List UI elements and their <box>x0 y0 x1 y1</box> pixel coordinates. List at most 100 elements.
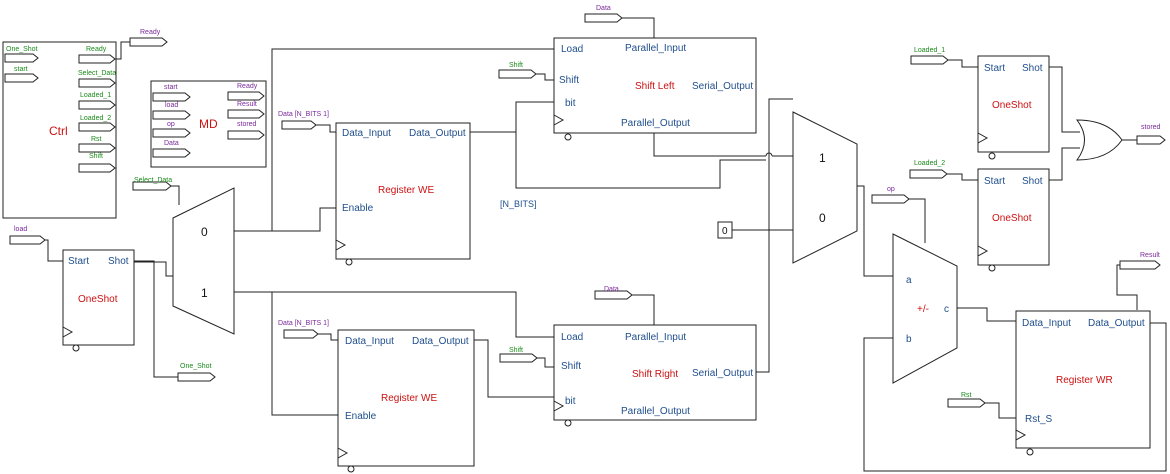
ctrl-out-loaded1: Loaded_1 <box>80 92 111 99</box>
ctrl-block[interactable]: Ctrl One_Shot start Ready Select_Data Lo… <box>2 41 117 219</box>
oneshot2-shot: Shot <box>1022 176 1043 187</box>
mux-left-in1: 1 <box>201 286 208 300</box>
load-tag-label: load <box>14 226 27 233</box>
adder-port-c: c <box>944 304 949 315</box>
one-shot-tag-label: One_Shot <box>180 363 212 370</box>
reg-we-bottom-title: Register WE <box>381 393 437 404</box>
load-tag <box>9 235 46 245</box>
register-we-bottom[interactable]: Data_Input Data_Output Register WE Enabl… <box>337 329 475 473</box>
or-gate <box>1076 119 1123 161</box>
oneshot2-start: Start <box>984 176 1005 187</box>
ctrl-in-start: start <box>14 66 28 73</box>
ctrl-pin-rst <box>78 143 116 153</box>
reg-wr-port-rst: Rst_S <box>1025 414 1053 425</box>
shift-left-block[interactable]: Load Parallel_Input Shift Shift Left Ser… <box>553 37 757 141</box>
mux-left-in0: 0 <box>201 225 208 239</box>
const-zero: 0 <box>722 226 728 237</box>
ctrl-pin-ready <box>78 54 116 64</box>
adder-op: +/- <box>917 304 929 315</box>
ctrl-out-ready: Ready <box>86 46 107 53</box>
reg-we-top-in-tag: Data [N_BITS 1] <box>278 111 329 118</box>
ctrl-pin-select-data <box>78 78 116 88</box>
shift-left-port-pin: Parallel_Input <box>625 43 686 54</box>
oneshot2-in-tag: Loaded_2 <box>914 160 945 167</box>
reg-wr-title: Register WR <box>1056 375 1113 386</box>
oneshot1-title: OneShot <box>992 100 1032 111</box>
register-we-top[interactable]: Data_Input Data_Output Register WE Enabl… <box>335 122 471 266</box>
oneshot1-shot: Shot <box>1022 63 1043 74</box>
oneshot1-start: Start <box>984 63 1005 74</box>
one-shot-tag <box>177 372 216 382</box>
shift-left-port-sout: Serial_Output <box>692 81 753 92</box>
adder-block: a +/- c b <box>892 233 958 384</box>
select-data-tag <box>132 181 172 191</box>
shift-right-port-pin: Parallel_Input <box>625 332 686 343</box>
shift-right-port-pout: Parallel_Output <box>621 406 690 417</box>
adder-port-a: a <box>906 275 912 286</box>
ctrl-title: Ctrl <box>49 124 68 138</box>
ctrl-pin-loaded1 <box>78 100 116 110</box>
mux-right-in1: 1 <box>819 151 826 165</box>
select-data-tag-label: Select_Data <box>134 177 172 184</box>
md-block[interactable]: MD start load op Data Ready Result store… <box>150 80 267 168</box>
oneshot-main-title: OneShot <box>78 294 118 305</box>
shift-left-data-tag: Data <box>596 5 611 12</box>
shift-left-shift-tag: Shift <box>509 62 523 69</box>
shift-right-port-sout: Serial_Output <box>692 368 753 379</box>
ctrl-in-one-shot: One_Shot <box>6 46 38 53</box>
oneshot2-title: OneShot <box>992 213 1032 224</box>
reg-we-top-port-in: Data_Input <box>342 128 391 139</box>
result-tag-label: Result <box>1140 252 1160 259</box>
oneshot-2-block[interactable]: Start Shot OneShot <box>977 168 1050 272</box>
oneshot-main-shot: Shot <box>108 256 129 267</box>
reg-wr-port-in: Data_Input <box>1022 318 1071 329</box>
rst-tag-label: Rst <box>961 392 972 399</box>
mux-right-in0: 0 <box>819 211 826 225</box>
oneshot-1-block[interactable]: Start Shot OneShot <box>977 55 1050 160</box>
mux-right: 1 0 <box>792 111 858 264</box>
ctrl-pin-shift <box>78 163 116 173</box>
stored-tag <box>1136 135 1166 145</box>
shift-left-port-shift: Shift <box>559 75 579 86</box>
ctrl-out-rst: Rst <box>91 136 102 143</box>
op-tag-label: op <box>887 186 895 193</box>
ctrl-pin-start <box>4 73 39 83</box>
reg-we-bottom-in-tag: Data [N_BITS 1] <box>278 320 329 327</box>
oneshot-main-block[interactable]: Start Shot OneShot <box>62 249 135 352</box>
md-in-data: Data <box>164 140 179 147</box>
md-in-load: load <box>165 102 178 109</box>
md-out-stored: stored <box>237 121 257 128</box>
shift-right-port-load: Load <box>561 332 583 343</box>
register-wr[interactable]: Data_Input Data_Output Register WR Rst_S <box>1015 310 1151 456</box>
shift-right-data-tag: Data <box>604 286 619 293</box>
shift-right-port-shift: Shift <box>561 361 581 372</box>
shift-left-port-pout: Parallel_Output <box>621 118 690 129</box>
ctrl-out-shift: Shift <box>89 153 103 160</box>
adder-port-b: b <box>906 334 912 345</box>
reg-we-bottom-port-in: Data_Input <box>345 336 394 347</box>
shift-right-title: Shift Right <box>632 369 678 380</box>
shift-right-block[interactable]: Load Parallel_Input Shift Shift Right Se… <box>553 324 757 427</box>
mux-left: 0 1 <box>172 187 235 335</box>
ready-tag-label: Ready <box>140 29 161 36</box>
reg-wr-port-out: Data_Output <box>1088 318 1145 329</box>
md-title: MD <box>199 117 218 131</box>
oneshot1-in-tag: Loaded_1 <box>914 47 945 54</box>
reg-we-top-port-en: Enable <box>342 203 374 214</box>
ready-tag <box>129 37 168 47</box>
reg-we-bottom-port-en: Enable <box>345 411 377 422</box>
md-out-result: Result <box>237 101 257 108</box>
ctrl-pin-loaded2 <box>78 122 116 132</box>
reg-we-bottom-port-out: Data_Output <box>412 336 469 347</box>
md-out-ready: Ready <box>237 83 258 90</box>
md-in-op: op <box>167 121 175 128</box>
shift-right-port-bit: bit <box>565 396 576 407</box>
reg-we-top-port-out: Data_Output <box>409 128 466 139</box>
oneshot-main-start: Start <box>68 256 89 267</box>
shift-left-port-load: Load <box>561 44 583 55</box>
reg-we-top-title: Register WE <box>378 185 434 196</box>
shift-left-port-bit: bit <box>565 98 576 109</box>
ctrl-pin-one-shot <box>4 53 39 63</box>
ctrl-out-loaded2: Loaded_2 <box>80 115 111 122</box>
